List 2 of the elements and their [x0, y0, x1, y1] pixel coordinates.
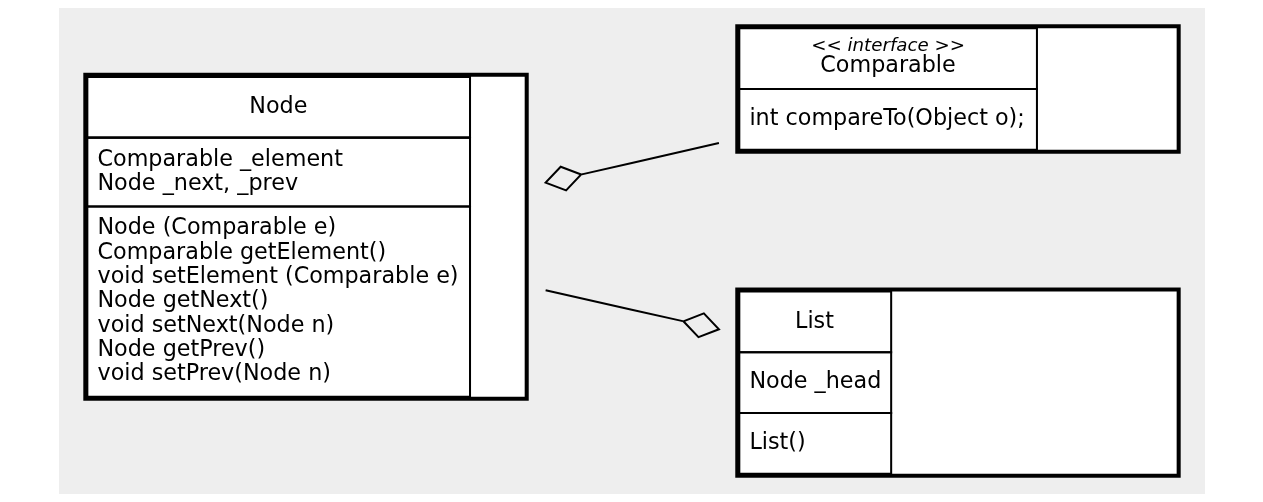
connector [544, 289, 721, 339]
connector [543, 142, 719, 192]
